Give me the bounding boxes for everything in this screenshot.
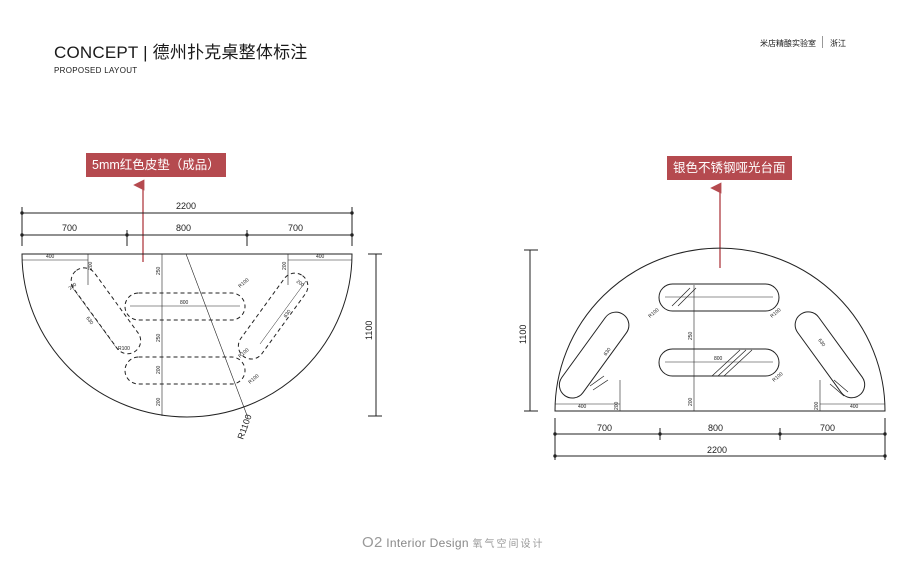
left-dim-seg3: 700 [288, 223, 303, 233]
right-slot-top [658, 283, 780, 312]
left-slot-bottom [124, 356, 246, 385]
left-slot-top [124, 292, 246, 321]
left-label-v200b: 200 [282, 261, 288, 270]
right-dim-height: 1100 [518, 325, 528, 344]
footer-logo-cn: 氧气空间设计 [472, 539, 545, 550]
right-dim-seg1: 700 [597, 423, 612, 433]
brand-divider [822, 36, 823, 48]
right-label-630a: 630 [603, 347, 613, 357]
right-dim-seg2: 800 [708, 423, 723, 433]
left-label-v250b: 250 [156, 333, 162, 342]
left-plan [20, 179, 382, 419]
left-dim-radius: R1100 [235, 413, 253, 441]
left-label-v200a: 200 [88, 261, 94, 270]
left-dim-total: 2200 [176, 201, 196, 211]
right-slot-diag-right [794, 311, 866, 399]
left-label-r100c: R100 [237, 347, 250, 359]
right-slot-diag-left [558, 311, 630, 399]
left-label-r100b: R100 [237, 277, 250, 289]
right-label-r100b: R100 [769, 307, 782, 319]
left-label-800: 800 [180, 300, 189, 306]
left-label-r100d: R100 [247, 373, 260, 385]
right-plan [524, 182, 887, 460]
footer-logo: O2 Interior Design 氧气空间设计 [362, 534, 544, 551]
right-table-outline [554, 247, 886, 412]
left-dim-seg1: 700 [62, 223, 77, 233]
right-dim-seg3: 700 [820, 423, 835, 433]
callout-left: 5mm红色皮垫（成品） [86, 153, 226, 177]
page-title: CONCEPT | 德州扑克桌整体标注 [54, 43, 308, 62]
right-label-630b: 630 [816, 338, 826, 348]
left-label-d200b: 200 [295, 279, 305, 289]
left-label-400b: 400 [316, 254, 325, 260]
page-subtitle: PROPOSED LAYOUT [54, 66, 138, 75]
left-label-v250a: 250 [156, 266, 162, 275]
right-label-800: 800 [714, 356, 723, 362]
left-label-630a: 630 [84, 316, 94, 326]
callout-right: 银色不锈钢哑光台面 [667, 156, 792, 180]
right-label-v200b: 200 [688, 397, 694, 406]
right-label-v250: 250 [688, 331, 694, 340]
right-slot-bottom [658, 348, 780, 377]
right-hatch-marks [589, 287, 849, 397]
left-label-d200a: 200 [68, 282, 78, 292]
brand-name: 米店精酿实验室 [760, 39, 816, 48]
left-label-r100a: R100 [118, 346, 130, 352]
right-label-r100a: R100 [647, 307, 660, 319]
footer-logo-mark: O2 [362, 534, 383, 551]
right-dim-total: 2200 [707, 445, 727, 455]
left-label-v200d: 200 [156, 397, 162, 406]
left-table-outline [21, 253, 353, 418]
footer-logo-text: Interior Design [386, 536, 469, 550]
left-label-630b: 630 [283, 309, 293, 319]
right-label-v200c: 200 [814, 401, 820, 410]
right-label-v200: 200 [614, 401, 620, 410]
left-label-v200c: 200 [156, 365, 162, 374]
left-slot-diag-left [70, 267, 142, 355]
left-label-400a: 400 [46, 254, 55, 260]
brand-location: 浙江 [830, 39, 846, 48]
right-label-400b: 400 [850, 404, 859, 410]
left-dim-seg2: 800 [176, 223, 191, 233]
right-label-400a: 400 [578, 404, 587, 410]
left-dim-height: 1100 [364, 321, 374, 340]
